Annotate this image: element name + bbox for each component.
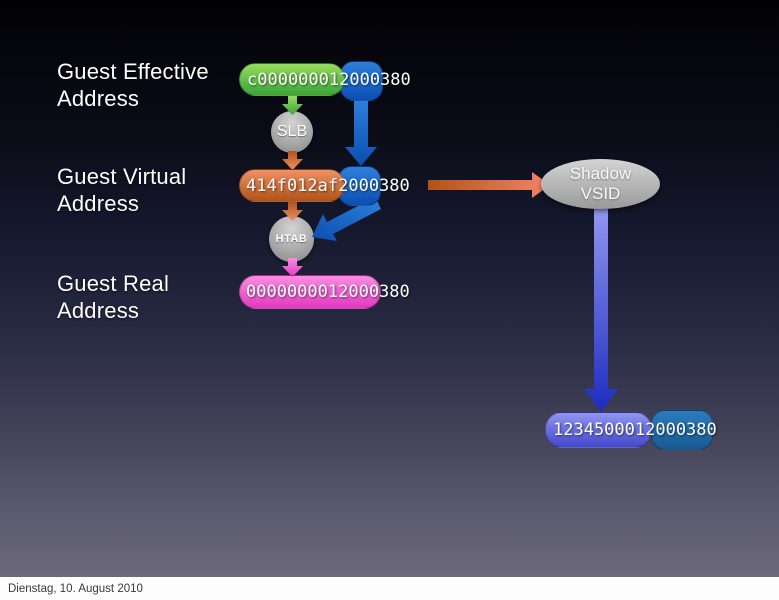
arrow-htab-to-real-icon xyxy=(282,258,303,277)
guest-effective-address-value: c000000012000380 xyxy=(247,70,411,90)
label-line: Guest Virtual xyxy=(57,164,187,189)
guest-virtual-address-value: 414f012af2000380 xyxy=(246,176,410,196)
htab-node: HTAB xyxy=(269,216,314,262)
label-line: Address xyxy=(57,298,140,323)
effective-address-pill xyxy=(239,63,345,96)
arrow-offset-to-htab-icon xyxy=(312,197,381,241)
arrow-layer xyxy=(282,96,618,412)
label-line: Address xyxy=(57,191,140,216)
label-line: Address xyxy=(57,86,140,111)
arrow-offset-effective-to-virtual-icon xyxy=(345,99,377,166)
shadow-address-value: 1234500012000380 xyxy=(553,420,717,440)
label-guest-virtual-address: Guest Virtual Address xyxy=(57,163,186,217)
slb-node: SLB xyxy=(271,111,313,153)
arrow-virtual-to-shadow-vsid-icon xyxy=(428,172,550,198)
label-line: Guest Effective xyxy=(57,59,209,84)
htab-node-label: HTAB xyxy=(275,233,308,245)
shadow-address-pill xyxy=(545,412,652,448)
footer-bar: Dienstag, 10. August 2010 xyxy=(0,577,779,600)
real-address-pill xyxy=(239,275,381,309)
arrow-slb-to-virtual-icon xyxy=(282,151,303,170)
page-offset-pill-virtual xyxy=(338,166,381,206)
label-guest-effective-address: Guest Effective Address xyxy=(57,58,209,112)
footer-date: Dienstag, 10. August 2010 xyxy=(8,582,143,595)
arrow-virtual-to-htab-icon xyxy=(282,202,303,221)
slb-node-label: SLB xyxy=(276,123,308,140)
label-guest-real-address: Guest Real Address xyxy=(57,270,169,324)
arrow-effective-to-slb-icon xyxy=(282,96,303,115)
label-line: Guest Real xyxy=(57,271,170,296)
guest-real-address-value: 0000000012000380 xyxy=(246,282,410,302)
arrow-shadow-vsid-to-shadow-address-icon xyxy=(584,209,618,412)
shadow-vsid-label-line: Shadow xyxy=(569,164,632,183)
page-offset-pill-effective xyxy=(340,61,383,101)
shadow-vsid-label-line: VSID xyxy=(580,184,621,203)
slide-canvas: Guest Effective Address Guest Virtual Ad… xyxy=(0,0,779,577)
virtual-address-pill xyxy=(239,169,345,202)
page-offset-pill-shadow xyxy=(651,410,713,450)
shadow-vsid-node: Shadow VSID xyxy=(541,159,660,209)
